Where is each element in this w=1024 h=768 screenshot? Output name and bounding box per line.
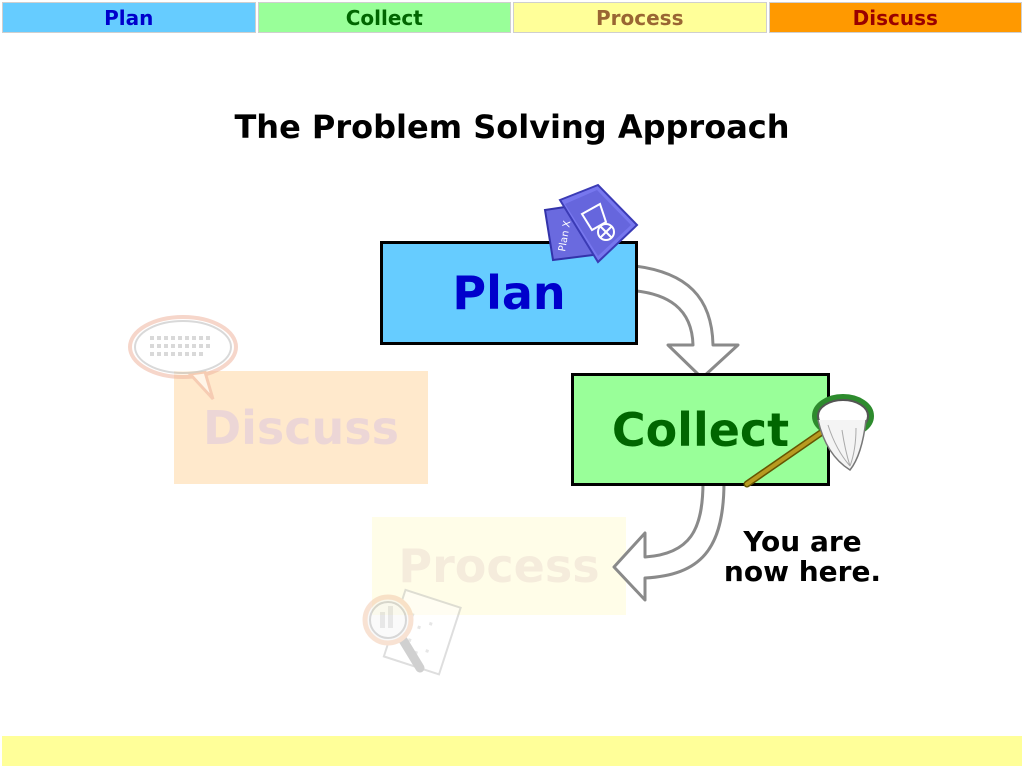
step-collect: Collect [571, 373, 830, 486]
you-are-here-line-1: You are [743, 525, 862, 558]
tab-process[interactable]: Process [513, 2, 767, 33]
tab-discuss[interactable]: Discuss [768, 2, 1022, 33]
arrow-plan-to-collect [623, 263, 740, 380]
tab-collect[interactable]: Collect [257, 2, 511, 33]
plan-icon-label: Plan X [557, 220, 573, 253]
step-discuss: Discuss [174, 371, 428, 484]
you-are-here-label: You are now here. [700, 527, 905, 587]
step-process: Process [372, 517, 626, 615]
tab-plan[interactable]: Plan [2, 2, 256, 33]
arrow-collect-to-process [612, 480, 726, 602]
footer-bar [2, 736, 1022, 766]
page-title: The Problem Solving Approach [234, 108, 790, 146]
you-are-here-line-2: now here. [723, 555, 882, 588]
step-nav: Plan Collect Process Discuss [2, 2, 1022, 33]
